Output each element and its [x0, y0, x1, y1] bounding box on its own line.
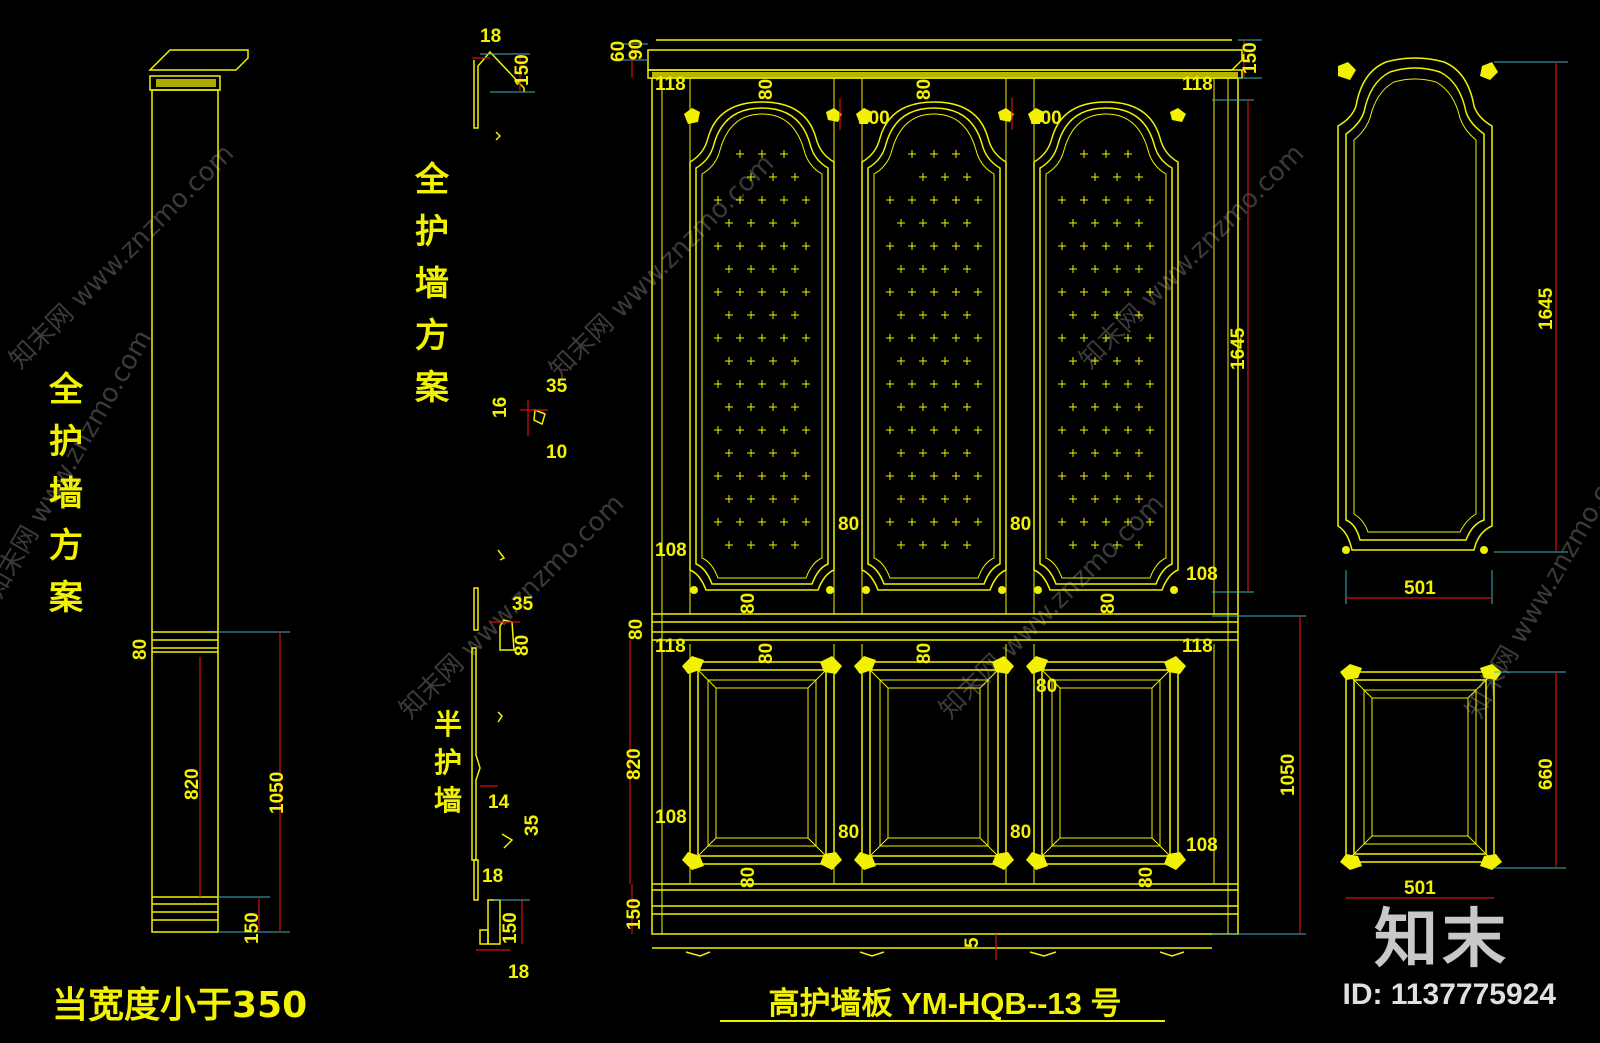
arched-panel — [1028, 101, 1186, 594]
dim-label: 35 — [522, 814, 543, 836]
char: 方 — [415, 316, 449, 356]
square-panel — [682, 656, 842, 870]
dim-label: 1050 — [267, 772, 288, 814]
dim-label: 80 — [756, 643, 777, 664]
dim-label: 18 — [480, 26, 501, 47]
dim-label: 80 — [838, 514, 859, 535]
dim-label: 1645 — [1536, 287, 1557, 330]
char: 墙 — [49, 474, 83, 514]
char: 案 — [415, 368, 449, 408]
section-profiles: 18 150 35 16 10 35 80 14 35 18 150 18 — [471, 26, 568, 983]
dim-label: 14 — [488, 792, 510, 813]
dim-label: 660 — [1536, 758, 1557, 790]
dim-label: 60 — [608, 41, 629, 62]
dim-label: 16 — [490, 397, 511, 418]
square-panel — [1026, 656, 1186, 870]
half-wall-label: 半 护 墙 — [426, 706, 470, 820]
dim-label: 80 — [626, 619, 647, 640]
char: 护 — [415, 212, 449, 252]
char: 全 — [49, 370, 83, 410]
watermark: 知末网 www.znzmo.com — [4, 139, 240, 375]
lower-square-panels — [682, 656, 1186, 870]
dim-label: 150 — [512, 54, 533, 86]
dim-label: 10 — [546, 442, 567, 463]
dim-label: 150 — [242, 912, 263, 944]
dim-label: 18 — [508, 962, 529, 983]
dim-label: 108 — [655, 807, 687, 828]
dim-label: 80 — [1010, 514, 1031, 535]
dim-label: 108 — [1186, 835, 1218, 856]
dim-label: 80 — [1010, 822, 1031, 843]
left-column-view: 80 820 1050 150 — [130, 49, 290, 944]
dim-label: 118 — [655, 636, 686, 657]
dim-label: 108 — [655, 540, 687, 561]
dim-label: 80 — [1136, 867, 1157, 888]
dim-label: 118 — [1182, 74, 1213, 95]
dim-label: 80 — [738, 593, 759, 614]
dim-label: 150 — [624, 898, 645, 930]
char: 全 — [415, 160, 449, 200]
dim-label: 501 — [1404, 878, 1436, 899]
left-vertical-title: 全 护 墙 方 案 — [44, 364, 88, 624]
dim-label: 80 — [738, 867, 759, 888]
dim-label: 150 — [1240, 42, 1261, 74]
dim-label: 5 — [962, 937, 983, 948]
dim-label: 100 — [1030, 108, 1062, 129]
dim-label: 108 — [1186, 564, 1218, 585]
dim-label: 80 — [130, 639, 151, 660]
main-elevation: 60 90 150 118 118 80 80 100 100 80 80 10… — [608, 39, 1306, 960]
arched-panel — [856, 101, 1014, 594]
dim-label: 118 — [655, 74, 686, 95]
dim-label: 80 — [756, 79, 777, 100]
drawing-title: 高护墙板 YM-HQB--13 号 — [768, 986, 1122, 1021]
dim-label: 501 — [1404, 578, 1436, 599]
char: 半 — [433, 708, 462, 741]
dim-label: 80 — [914, 643, 935, 664]
upper-arched-panels — [684, 101, 1186, 594]
dim-label: 35 — [546, 376, 568, 397]
arched-panel — [684, 101, 842, 594]
dim-label: 100 — [858, 108, 890, 129]
width-note: 当宽度小于350 — [52, 985, 308, 1026]
dim-label: 80 — [512, 635, 533, 656]
dim-label: 80 — [914, 79, 935, 100]
dim-label: 80 — [838, 822, 859, 843]
char: 墙 — [433, 784, 462, 817]
square-panel — [854, 656, 1014, 870]
dim-label: 150 — [500, 912, 521, 944]
char: 护 — [49, 422, 83, 462]
watermarks: 知末网 www.znzmo.com 知末网 www.znzmo.com 知末网 … — [0, 139, 1600, 725]
mid-vertical-title: 全 护 墙 方 案 — [410, 154, 454, 414]
char: 墙 — [415, 264, 449, 304]
char: 方 — [49, 526, 83, 566]
dim-label: 35 — [512, 594, 534, 615]
watermark: 知末网 www.znzmo.com — [1074, 139, 1310, 375]
title-underline — [720, 1020, 1165, 1022]
watermark: 知末网 www.znzmo.com — [1460, 445, 1600, 724]
dim-label: 820 — [182, 768, 203, 800]
dim-label: 90 — [626, 39, 647, 60]
dim-label: 80 — [1036, 676, 1057, 697]
dim-label: 820 — [624, 748, 645, 780]
znzmo-logo: 知末 — [1374, 903, 1510, 977]
dim-label: 1645 — [1228, 327, 1249, 370]
dim-label: 18 — [482, 866, 503, 887]
char: 护 — [433, 746, 462, 779]
detail-panels: 1645 501 660 501 — [1337, 57, 1568, 899]
dim-label: 118 — [1182, 636, 1213, 657]
dim-label: 1050 — [1278, 754, 1299, 796]
asset-id: ID: 1137775924 — [1342, 978, 1556, 1011]
dim-label: 80 — [1098, 593, 1119, 614]
char: 案 — [49, 578, 83, 618]
